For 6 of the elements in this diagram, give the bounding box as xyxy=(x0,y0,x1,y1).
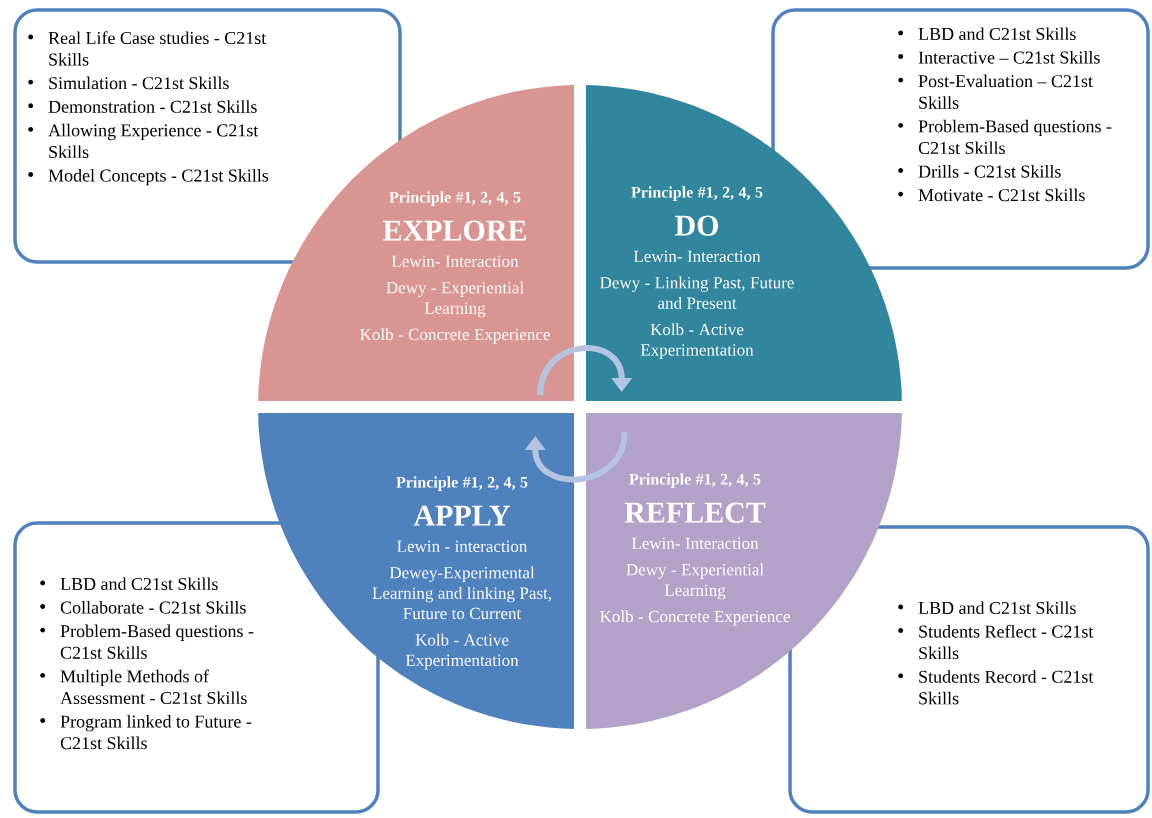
quadrant-sector: Principle #1, 2, 4, 5 APPLY Lewin - interaction Dewey-Experimental Learning and linking Past, Future to Current Kolb - Active Experimentation xyxy=(258,413,574,729)
bullet-list-box: LBD and C21st Skills Interactive – C21st Skills Post-Evaluation – C21st Skills Problem-Based questions - C21st Skills Drills - C21st Skills Motivate - C21st Skills xyxy=(771,8,1150,270)
curved-arrow xyxy=(537,345,633,396)
curved-arrow xyxy=(524,431,628,483)
quadrant-sector: Principle #1, 2, 4, 5 DO Lewin- Interaction Dewy - Linking Past, Future and Present Kolb - Active Experimentation xyxy=(586,85,902,401)
quadrant-sector: Principle #1, 2, 4, 5 REFLECT Lewin- Interaction Dewy - Experiential Learning Kolb - Concrete Experience xyxy=(586,413,902,729)
